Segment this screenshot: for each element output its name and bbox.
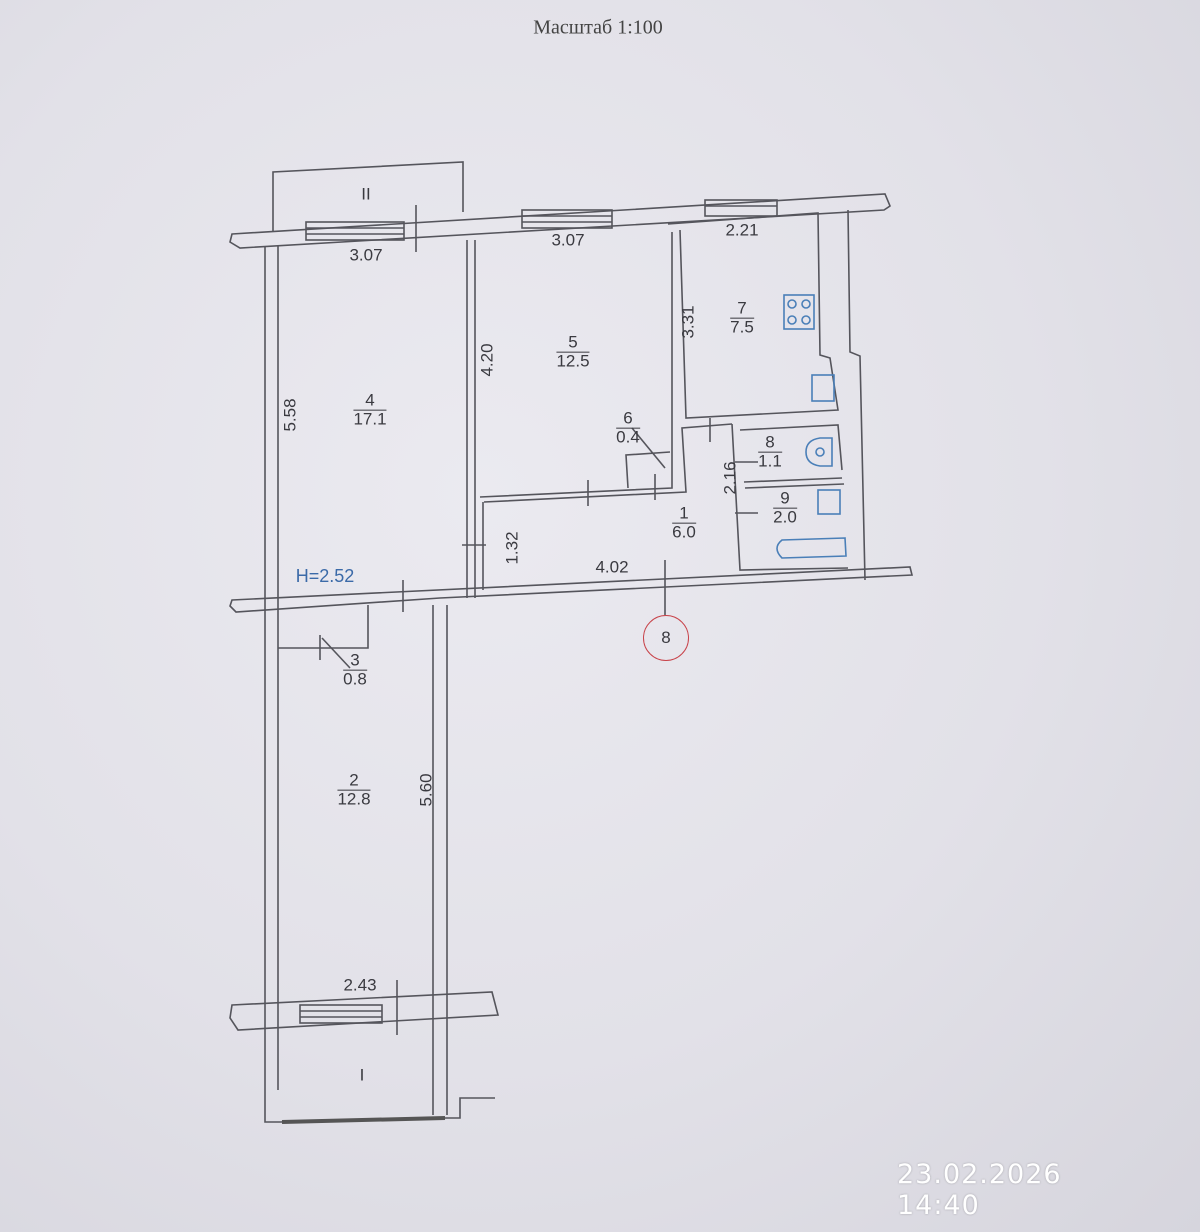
balcony-ii-outline xyxy=(272,161,464,232)
dim-room2-width: 2.43 xyxy=(343,975,377,995)
dim-room4-length: 5.58 xyxy=(280,398,300,432)
dim-room2-length: 5.60 xyxy=(416,773,436,807)
washbasin-icon xyxy=(817,489,841,515)
dim-room7-width: 2.21 xyxy=(725,220,759,240)
fixtures xyxy=(776,294,847,559)
dim-corridor-length: 4.02 xyxy=(595,557,629,577)
dim-room4-width: 3.07 xyxy=(349,245,383,265)
balcony-ii-label: II xyxy=(361,184,371,204)
balcony-i-label: I xyxy=(359,1065,365,1085)
sink-icon xyxy=(811,374,835,402)
window-room4 xyxy=(305,221,405,241)
toilet-icon xyxy=(805,437,833,467)
middle-wall xyxy=(229,566,914,613)
window-room5 xyxy=(521,209,613,229)
apartment-marker: 8 xyxy=(643,615,689,661)
dim-corridor-width: 1.32 xyxy=(502,531,522,565)
dim-room5-length: 4.20 xyxy=(477,343,497,377)
photo-timestamp: 23.02.2026 14:40 xyxy=(897,1159,1062,1221)
scale-title: Масштаб 1:100 xyxy=(533,16,663,39)
stove-icon xyxy=(783,294,815,330)
ceiling-height: H=2.52 xyxy=(295,566,355,586)
dim-room5-width: 3.07 xyxy=(551,230,585,250)
window-room7 xyxy=(704,199,778,217)
dim-bath-length: 2.16 xyxy=(720,461,740,495)
window-room2 xyxy=(299,1004,383,1024)
dim-room7-length: 3.31 xyxy=(678,305,698,339)
bathtub-icon xyxy=(776,537,847,559)
top-wall xyxy=(229,193,891,249)
